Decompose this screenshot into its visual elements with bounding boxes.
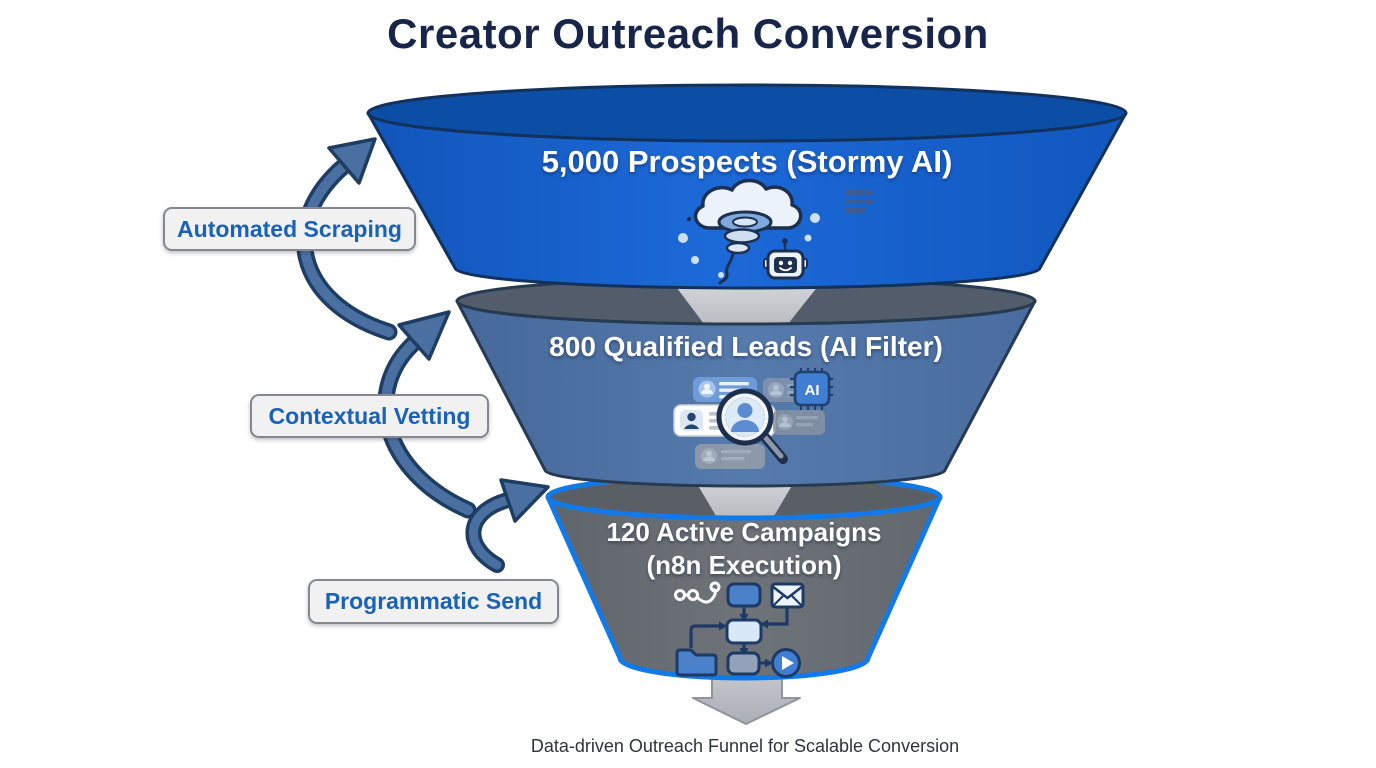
profile-card-muted-bottom bbox=[695, 444, 765, 469]
side-label-text: Programmatic Send bbox=[324, 588, 543, 614]
workflow-node-gray bbox=[726, 651, 761, 676]
funnel-stage-1-label: 5,000 Prospects (Stormy AI) bbox=[541, 144, 953, 179]
play-icon bbox=[771, 648, 801, 678]
side-label-automated-scraping: Automated Scraping bbox=[163, 207, 416, 251]
footer-caption: Data-driven Outreach Funnel for Scalable… bbox=[530, 736, 960, 756]
funnel-stage-3-label-line2: (n8n Execution) bbox=[646, 550, 842, 580]
tornado-robot-icon bbox=[678, 178, 873, 285]
data-lines-icon bbox=[845, 190, 873, 213]
funnel-stage-3-label-line1: 120 Active Campaigns bbox=[606, 517, 882, 547]
workflow-node-blue bbox=[726, 582, 762, 608]
profile-cards-magnifier-icon: AI bbox=[673, 368, 833, 469]
page-title: Creator Outreach Conversion bbox=[387, 10, 989, 57]
envelope-icon bbox=[770, 582, 805, 609]
side-label-text: Automated Scraping bbox=[177, 215, 402, 242]
profile-card-muted-right bbox=[773, 410, 825, 435]
workflow-node-light bbox=[725, 618, 763, 645]
ai-chip-icon: AI bbox=[790, 368, 833, 410]
side-label-programmatic-send: Programmatic Send bbox=[308, 579, 559, 624]
folder-icon bbox=[675, 648, 718, 677]
ai-chip-label: AI bbox=[805, 382, 820, 399]
magnifier-icon bbox=[716, 388, 788, 464]
curved-arrow-1 bbox=[295, 137, 398, 341]
curved-arrow-3 bbox=[465, 478, 550, 573]
side-label-contextual-vetting: Contextual Vetting bbox=[250, 394, 489, 438]
funnel-stage-3-label: 120 Active Campaigns (n8n Execution) bbox=[444, 516, 1044, 582]
robot-icon bbox=[763, 238, 808, 280]
funnel-stage-2-label: 800 Qualified Leads (AI Filter) bbox=[549, 331, 943, 362]
side-label-text: Contextual Vetting bbox=[268, 402, 471, 429]
workflow-nodes-icon bbox=[674, 581, 805, 678]
branch-icon bbox=[674, 581, 721, 604]
